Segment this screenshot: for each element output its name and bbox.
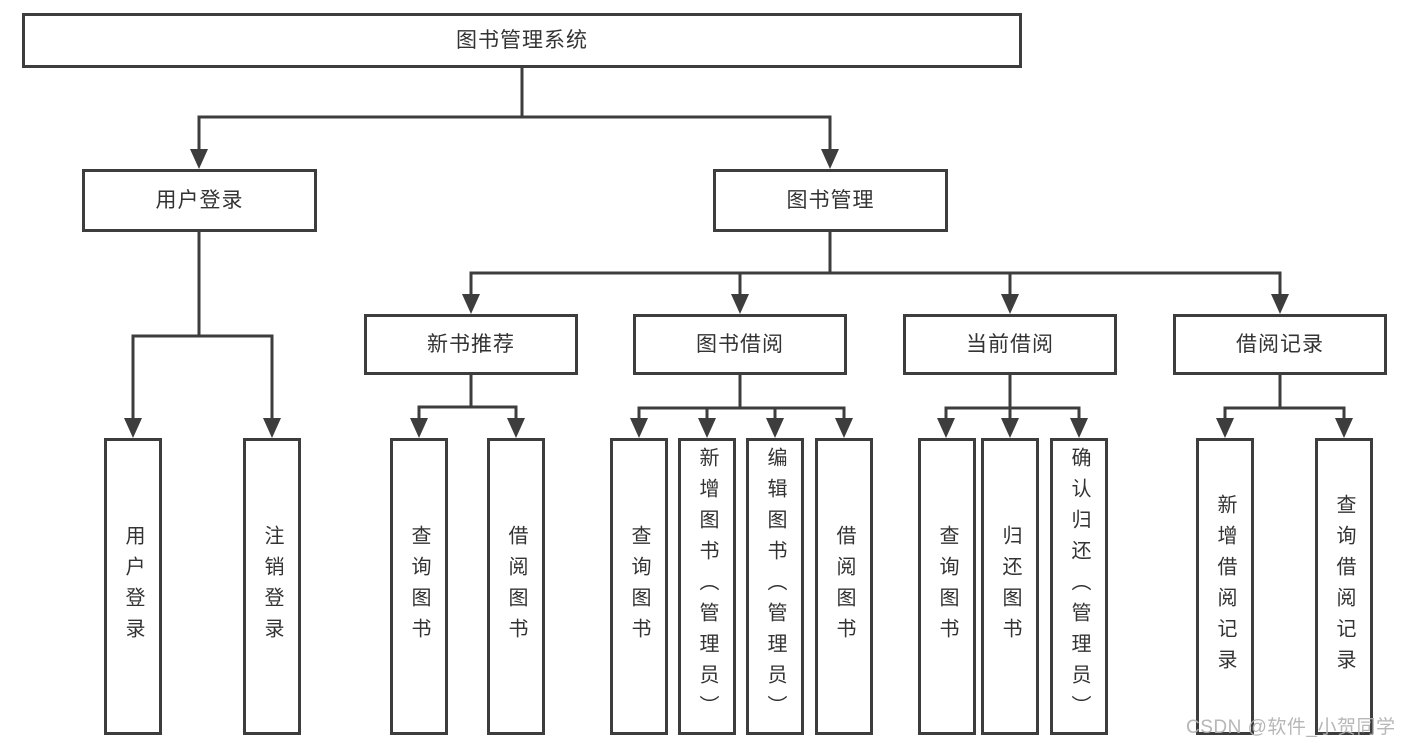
leaf-add-borrow-record: 新增借阅记录 [1196, 438, 1254, 735]
arrowhead-leaf-query-books-3 [937, 418, 955, 438]
connector-borrow-records-to-leaves [1223, 406, 1346, 420]
node-current-borrow: 当前借阅 [903, 314, 1117, 375]
leaf-query-books-3: 查询图书 [918, 438, 976, 735]
leaf-query-books-1: 查询图书 [390, 438, 448, 735]
leaf-edit-book-admin: 编辑图书（管理员） [746, 438, 804, 735]
leaf-borrow-books-2: 借阅图书 [815, 438, 873, 735]
leaf-return-book: 归还图书 [981, 438, 1039, 735]
arrowhead-leaf-add-borrow-record [1216, 418, 1234, 438]
connector-root-to-level2 [197, 115, 832, 152]
node-library-management-system: 图书管理系统 [22, 13, 1022, 68]
arrowhead-leaf-return-book [1001, 418, 1019, 438]
node-borrow-records: 借阅记录 [1173, 314, 1387, 375]
connector-current-borrow-to-leaves [944, 406, 1081, 420]
arrowhead-borrow-records [1271, 294, 1289, 314]
arrowhead-leaf-query-borrow-record [1335, 418, 1353, 438]
node-book-borrow: 图书借阅 [633, 314, 847, 375]
csdn-watermark: CSDN @软件_小贺同学 [1186, 717, 1396, 738]
arrowheads [124, 149, 1353, 438]
arrowhead-leaf-edit-book [766, 418, 784, 438]
leaf-confirm-return-admin: 确认归还（管理员） [1050, 438, 1108, 735]
arrowhead-book-management [821, 149, 839, 169]
connector-user-login-to-leaves [131, 334, 274, 420]
arrowhead-new-book-recommend [462, 294, 480, 314]
leaf-logout: 注销登录 [243, 438, 301, 735]
leaf-query-borrow-record: 查询借阅记录 [1315, 438, 1373, 735]
leaf-user-login: 用户登录 [104, 438, 162, 735]
leaf-add-book-admin: 新增图书（管理员） [678, 438, 736, 735]
leaf-query-books-2: 查询图书 [610, 438, 668, 735]
node-new-book-recommend: 新书推荐 [364, 314, 578, 375]
connector-new-book-to-leaves [417, 405, 518, 420]
arrowhead-leaf-logout [263, 418, 281, 438]
node-book-management: 图书管理 [713, 169, 948, 232]
arrowhead-leaf-borrow-books-1 [507, 418, 525, 438]
arrowhead-leaf-confirm-return [1070, 418, 1088, 438]
arrowhead-leaf-borrow-books-2 [835, 418, 853, 438]
arrowhead-leaf-user-login [124, 418, 142, 438]
connector-book-management-to-level3 [469, 271, 1282, 296]
leaf-borrow-books-1: 借阅图书 [487, 438, 545, 735]
arrowhead-leaf-query-books-2 [630, 418, 648, 438]
arrowhead-leaf-query-books-1 [410, 418, 428, 438]
connector-book-borrow-to-leaves [637, 406, 846, 420]
arrowhead-book-borrow [731, 294, 749, 314]
arrowhead-current-borrow [1001, 294, 1019, 314]
arrowhead-leaf-add-book [698, 418, 716, 438]
arrowhead-user-login [190, 149, 208, 169]
node-user-login: 用户登录 [82, 169, 317, 232]
